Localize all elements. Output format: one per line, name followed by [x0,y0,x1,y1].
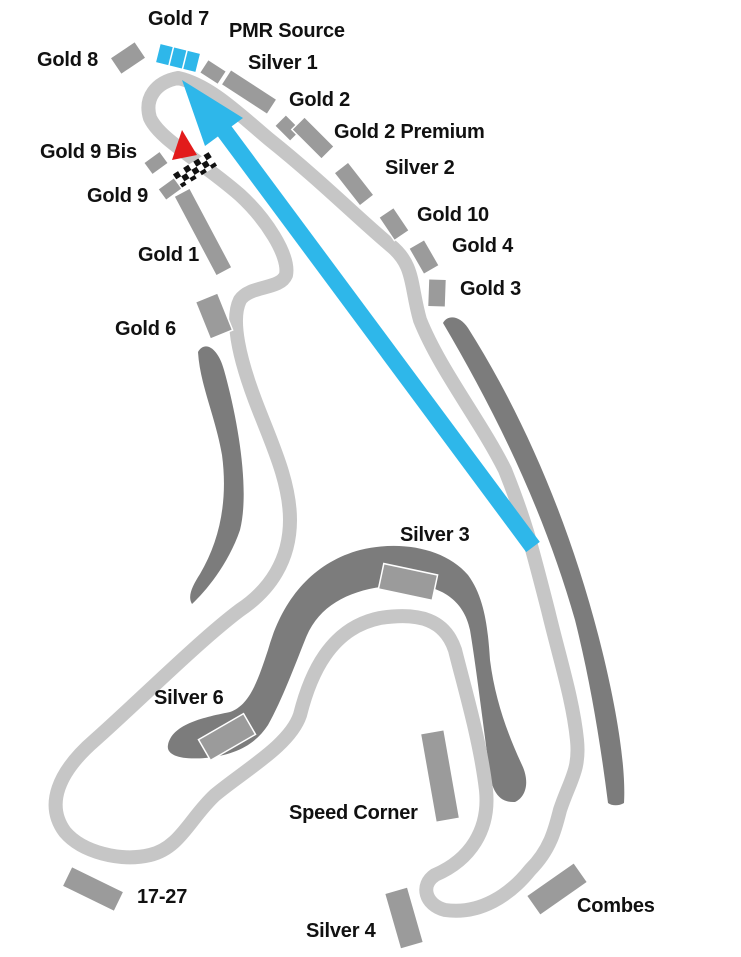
grandstand-silver-2[interactable] [332,160,376,208]
grandstand-shape-17-27[interactable] [61,865,125,913]
label-gold-8: Gold 8 [37,49,99,71]
grandstand-gold-7[interactable] [154,42,202,74]
label-gold-3: Gold 3 [460,278,522,300]
grandstand-shape-gold-9[interactable] [156,176,184,202]
label-silver-2: Silver 2 [385,157,455,179]
route-arrow-head [182,80,243,146]
label-silver-3: Silver 3 [400,524,470,546]
bank-right [443,317,625,806]
grandstand-shape-silver-2[interactable] [332,160,376,208]
label-speed-corner: Speed Corner [289,802,418,824]
grandstand-silver-1[interactable] [219,68,279,116]
grandstand-gold-2[interactable] [273,113,303,143]
grandstand-gold-9[interactable] [156,176,184,202]
grandstand-gold-6[interactable] [194,291,234,341]
grandstand-17-27[interactable] [61,865,125,913]
checkered-flag-icon [172,152,218,188]
grandstand-shape-gold-10[interactable] [377,206,411,242]
grandstand-shape-gold-1[interactable] [172,187,234,277]
grandstand-combes[interactable] [525,861,589,917]
grandstand-shape-gold-9-bis[interactable] [142,150,170,176]
grandstand-gold-4[interactable] [407,238,441,276]
label-gold-7: Gold 7 [148,8,210,30]
bank-middle [167,545,527,803]
grandstand-shape-gold-7[interactable] [154,42,202,74]
grandstand-gold-9-bis[interactable] [142,150,170,176]
grandstand-section-divider [181,49,188,70]
grandstand-gold-2-premium[interactable] [290,115,336,161]
grandstand-shape-pmr-source[interactable] [198,58,228,86]
label-pmr-source: PMR Source [229,20,345,42]
race-track [48,71,585,918]
label-silver-1: Silver 1 [248,52,318,74]
grandstand-shape-silver-6[interactable] [197,712,257,762]
grandstand-silver-6[interactable] [197,712,257,762]
label-gold-9-bis: Gold 9 Bis [40,141,137,163]
grandstand-silver-4[interactable] [383,885,425,951]
grandstand-gold-3[interactable] [426,277,448,309]
label-gold-6: Gold 6 [115,318,177,340]
grandstand-section-divider [168,46,175,67]
grandstand-gold-8[interactable] [108,40,148,76]
label-combes: Combes [577,895,655,917]
grandstand-pmr-source[interactable] [198,58,228,86]
label-gold-2: Gold 2 [289,89,351,111]
grandstand-speed-corner[interactable] [419,728,461,824]
grandstand-shape-gold-2-premium[interactable] [290,115,336,161]
label-gold-2-premium: Gold 2 Premium [334,121,485,143]
label-gold-1: Gold 1 [138,244,200,266]
grandstand-gold-10[interactable] [377,206,411,242]
grandstand-shape-gold-4[interactable] [407,238,441,276]
grandstand-gold-1[interactable] [172,187,234,277]
grandstand-shape-silver-1[interactable] [219,68,279,116]
grandstand-silver-3[interactable] [377,562,439,602]
grandstand-shape-silver-4[interactable] [383,885,425,951]
bank-left [190,346,244,604]
grandstand-shape-gold-6[interactable] [194,291,234,341]
grandstand-shape-combes[interactable] [525,861,589,917]
label-17-27: 17-27 [137,886,188,908]
grandstand-shape-gold-2[interactable] [273,113,303,143]
grandstand-shape-gold-8[interactable] [108,40,148,76]
red-triangle-direction-icon [172,130,197,160]
label-gold-9: Gold 9 [87,185,149,207]
label-silver-4: Silver 4 [306,920,376,942]
route-arrow-shaft [213,119,540,553]
grandstand-shape-gold-3[interactable] [426,277,448,309]
label-gold-4: Gold 4 [452,235,514,257]
grandstand-shape-speed-corner[interactable] [419,728,461,824]
route-arrow [182,80,540,553]
grandstands [61,40,589,951]
grandstand-shape-silver-3[interactable] [377,562,439,602]
label-silver-6: Silver 6 [154,687,224,709]
label-gold-10: Gold 10 [417,204,489,226]
